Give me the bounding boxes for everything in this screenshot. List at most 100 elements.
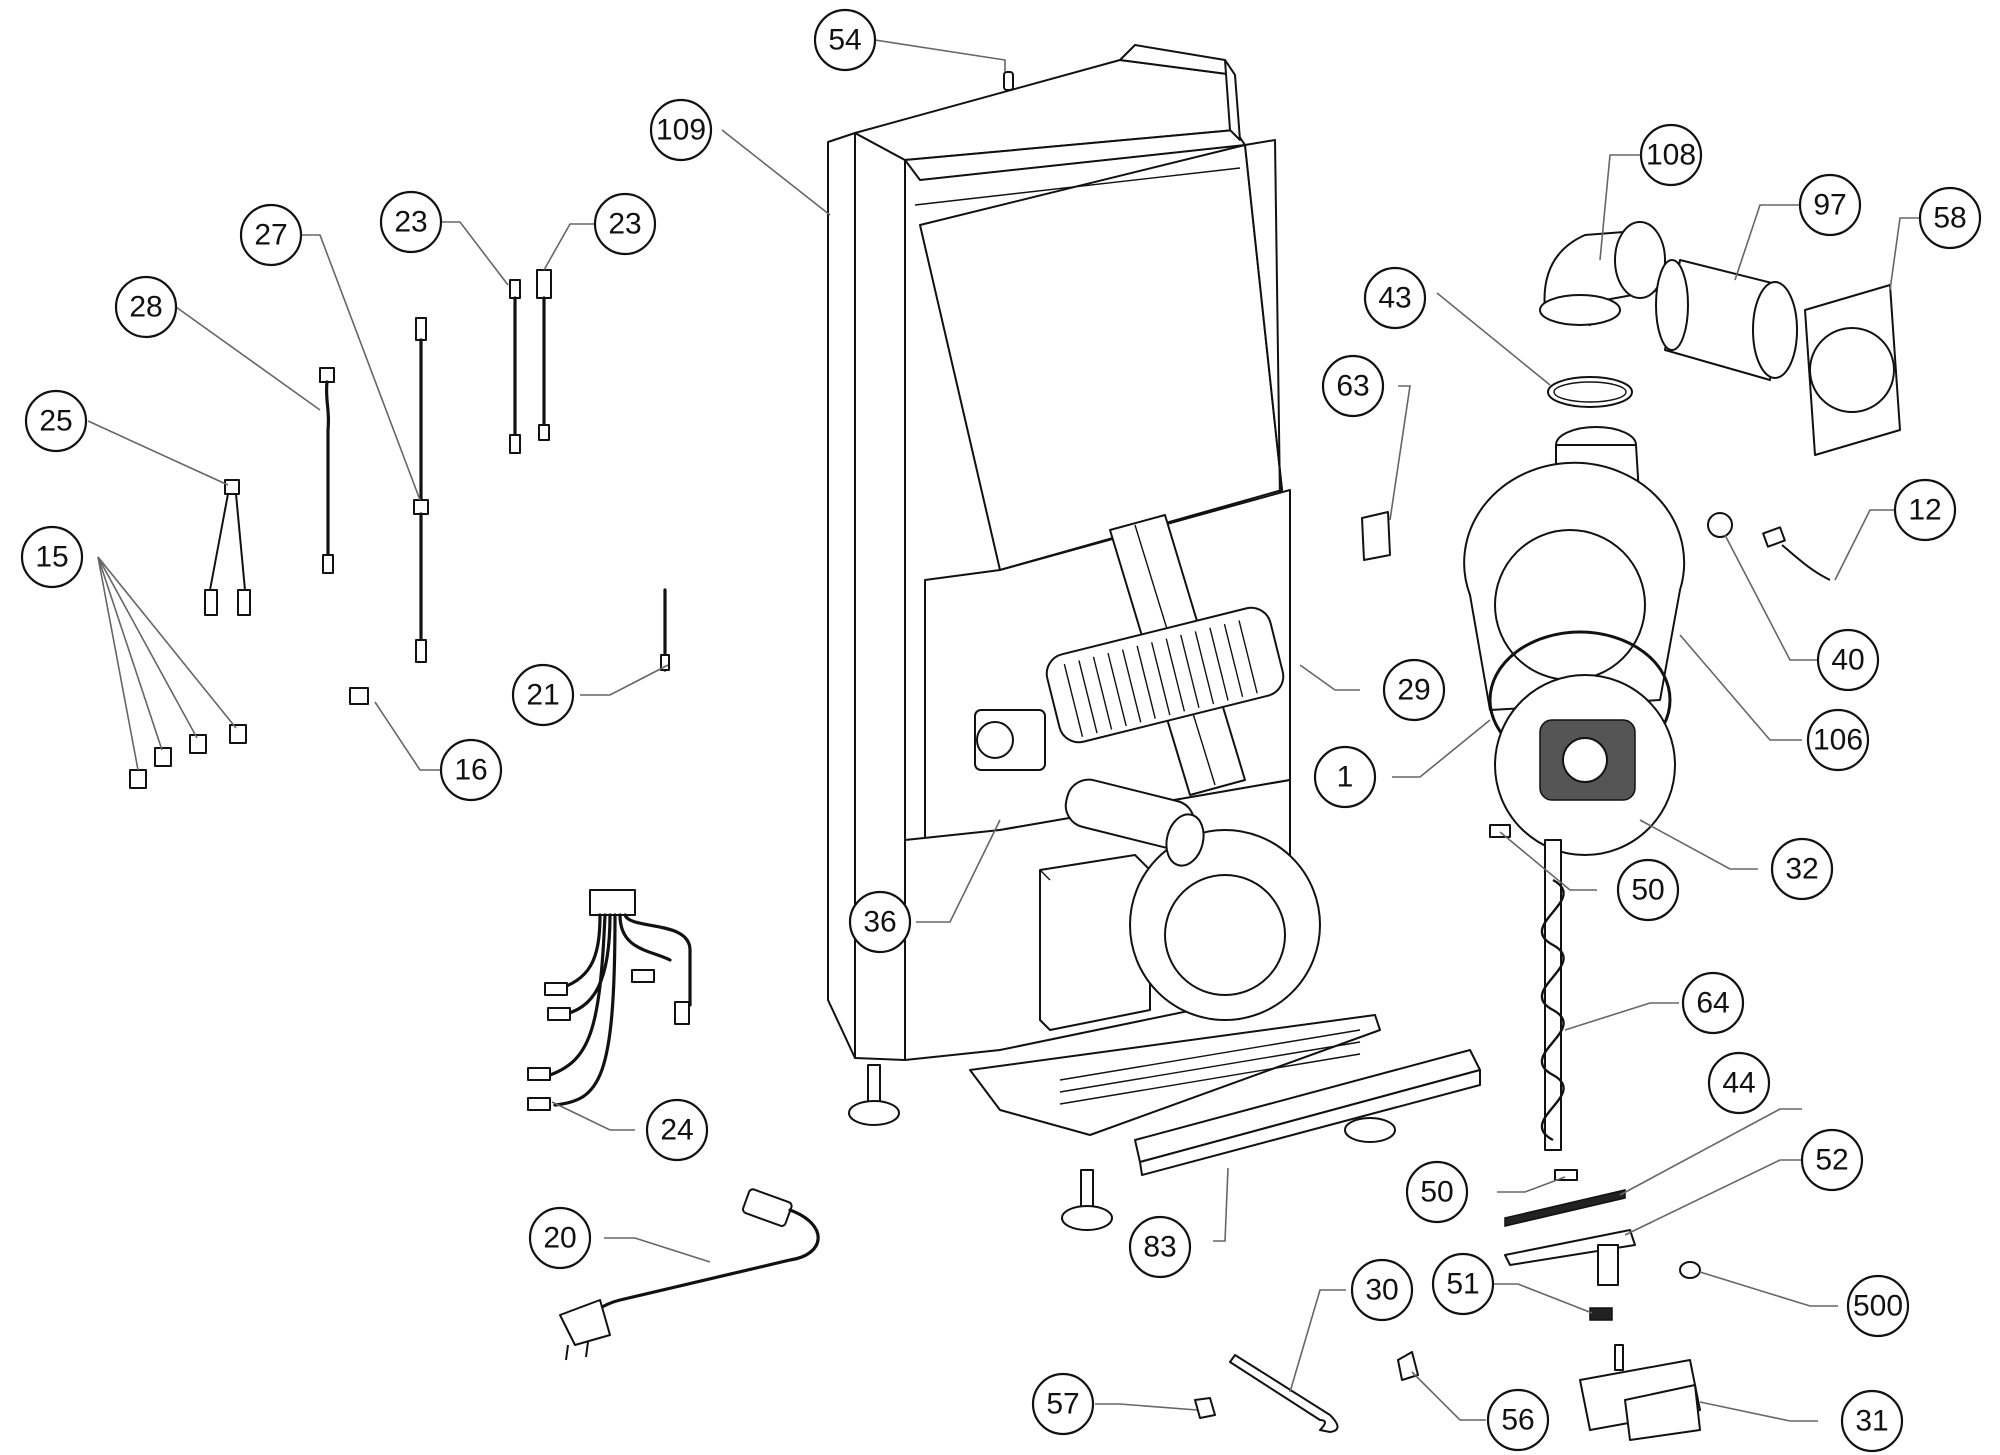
seal-ring-43: [1547, 376, 1633, 408]
callout-64: 64: [1681, 971, 1745, 1035]
sensor-probe-12: [1762, 526, 1831, 581]
flue-pipe-97: [1655, 259, 1798, 381]
rod-30: [1229, 1354, 1339, 1433]
cable-25: [204, 479, 251, 616]
callout-20: 20: [528, 1206, 592, 1270]
callout-31: 31: [1840, 1389, 1904, 1453]
bracket-63: [1361, 511, 1391, 561]
callout-1: 1: [1313, 745, 1377, 809]
callout-56: 56: [1486, 1388, 1550, 1452]
callout-16: 16: [439, 738, 503, 802]
svg-text:51: 51: [1446, 1268, 1479, 1301]
wiring-harness-24: [527, 889, 692, 1111]
svg-text:24: 24: [660, 1114, 693, 1147]
svg-text:500: 500: [1853, 1290, 1903, 1323]
svg-text:63: 63: [1336, 370, 1369, 403]
bushing-51: [1589, 1307, 1613, 1321]
callout-54: 54: [813, 8, 877, 72]
callout-30: 30: [1350, 1258, 1414, 1322]
plug-500: [1679, 1261, 1701, 1279]
callout-57: 57: [1031, 1372, 1095, 1436]
callout-97: 97: [1798, 173, 1862, 237]
callout-83: 83: [1128, 1215, 1192, 1279]
adjustable-foot: [1344, 1117, 1396, 1143]
cable-23b: [536, 269, 552, 441]
callout-15: 15: [20, 525, 84, 589]
power-cord-20: [559, 1188, 820, 1361]
thermostat-40: [1707, 512, 1733, 538]
svg-text:20: 20: [543, 1222, 576, 1255]
svg-text:58: 58: [1933, 202, 1966, 235]
flue-gasket-58: [1804, 284, 1901, 456]
connector-16: [349, 687, 369, 705]
callout-23-right: 23: [593, 192, 657, 256]
callout-40: 40: [1816, 628, 1880, 692]
svg-text:56: 56: [1501, 1404, 1534, 1437]
callout-27: 27: [239, 203, 303, 267]
svg-text:50: 50: [1631, 874, 1664, 907]
clip-57: [1194, 1397, 1216, 1419]
svg-text:50: 50: [1420, 1176, 1453, 1209]
fume-extractor-106: [1463, 426, 1686, 711]
svg-text:25: 25: [39, 405, 72, 438]
svg-text:15: 15: [35, 541, 68, 574]
adjustable-foot: [1061, 1169, 1113, 1231]
svg-text:109: 109: [656, 114, 706, 147]
callout-36: 36: [848, 890, 912, 954]
callout-29: 29: [1382, 658, 1446, 722]
callout-12: 12: [1893, 478, 1957, 542]
callout-25: 25: [24, 389, 88, 453]
svg-text:108: 108: [1646, 139, 1696, 172]
svg-text:21: 21: [526, 679, 559, 712]
fuse-54: [1003, 71, 1014, 91]
svg-text:52: 52: [1815, 1144, 1848, 1177]
svg-text:12: 12: [1908, 494, 1941, 527]
svg-text:23: 23: [608, 208, 641, 241]
callout-108: 108: [1639, 123, 1703, 187]
auger-64: [1540, 839, 1565, 1151]
callout-58: 58: [1918, 186, 1982, 250]
svg-text:1: 1: [1337, 761, 1354, 794]
stove-frame: [827, 44, 1481, 1231]
svg-text:83: 83: [1143, 1231, 1176, 1264]
adjustable-foot: [848, 1064, 900, 1126]
svg-text:44: 44: [1722, 1067, 1755, 1100]
leader-lines: [87, 39, 1920, 1422]
callout-44: 44: [1707, 1051, 1771, 1115]
svg-text:57: 57: [1046, 1388, 1079, 1421]
callout-500: 500: [1846, 1274, 1910, 1338]
svg-text:97: 97: [1813, 189, 1846, 222]
svg-text:27: 27: [254, 219, 287, 252]
bushing-50-top: [1489, 824, 1511, 838]
tangential-fan: [974, 606, 1285, 771]
bracket-52: [1504, 1229, 1636, 1286]
callout-32: 32: [1770, 837, 1834, 901]
svg-text:23: 23: [394, 206, 427, 239]
callout-50-upper: 50: [1616, 858, 1680, 922]
flue-elbow-108: [1539, 221, 1666, 326]
callout-109: 109: [649, 98, 713, 162]
callout-43: 43: [1363, 266, 1427, 330]
callout-23-left: 23: [379, 190, 443, 254]
callout-106: 106: [1806, 708, 1870, 772]
svg-text:32: 32: [1785, 853, 1818, 886]
connectors-15: [129, 724, 247, 789]
svg-text:29: 29: [1397, 674, 1430, 707]
cable-27: [413, 317, 429, 663]
svg-text:40: 40: [1831, 644, 1864, 677]
svg-text:36: 36: [863, 906, 896, 939]
svg-text:16: 16: [454, 754, 487, 787]
fan-motor-32: [1494, 674, 1676, 856]
callout-21: 21: [511, 663, 575, 727]
sensor-21: [660, 588, 670, 672]
svg-text:30: 30: [1365, 1274, 1398, 1307]
callout-52: 52: [1800, 1128, 1864, 1192]
gear-motor-31: [1579, 1344, 1701, 1441]
svg-text:28: 28: [129, 291, 162, 324]
callout-63: 63: [1321, 354, 1385, 418]
base-plate: [1134, 1049, 1481, 1176]
svg-text:31: 31: [1855, 1405, 1888, 1438]
callout-24: 24: [645, 1098, 709, 1162]
bushing-50-bottom: [1554, 1169, 1578, 1181]
